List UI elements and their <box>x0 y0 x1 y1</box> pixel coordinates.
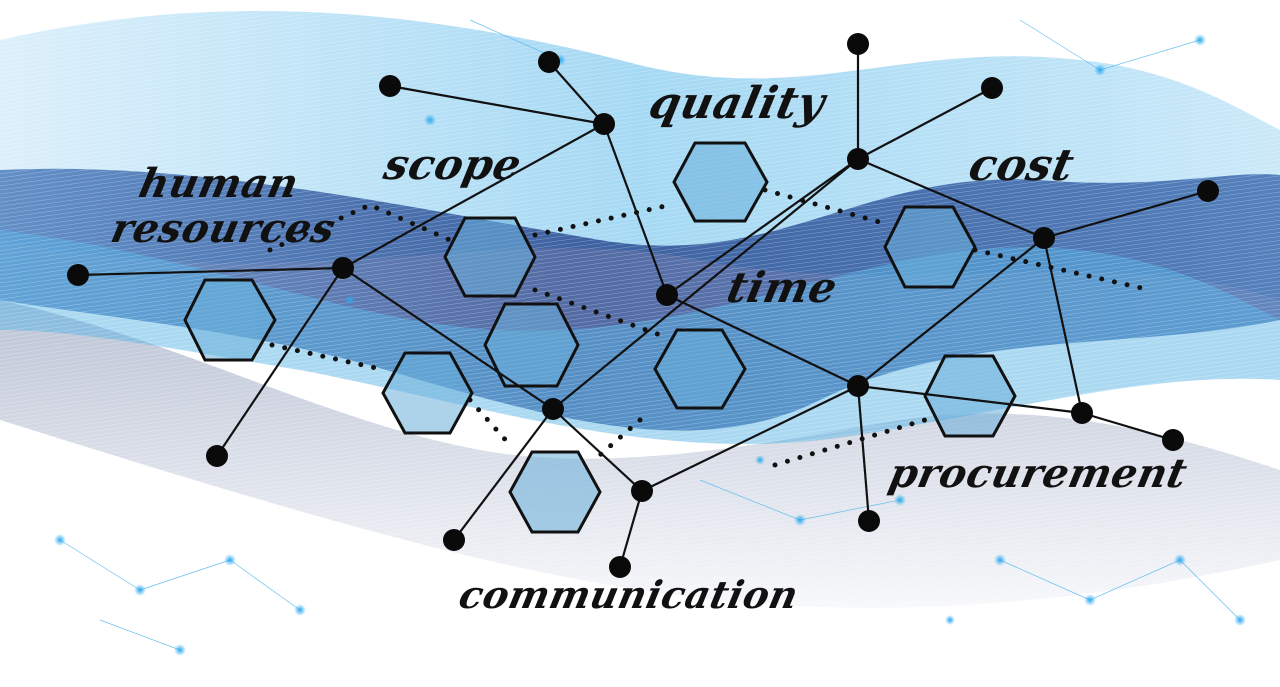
node <box>656 284 678 306</box>
node <box>858 510 880 532</box>
node <box>1033 227 1055 249</box>
label-communication: communication <box>455 572 803 617</box>
hexagon <box>183 278 277 362</box>
node <box>847 33 869 55</box>
node <box>593 113 615 135</box>
background-network <box>59 19 1241 651</box>
node <box>847 148 869 170</box>
node <box>609 556 631 578</box>
node <box>1197 180 1219 202</box>
node <box>847 375 869 397</box>
node <box>206 445 228 467</box>
hexagon <box>483 302 580 388</box>
node <box>981 77 1003 99</box>
dotted-connectors <box>267 187 1153 468</box>
node <box>332 257 354 279</box>
hexagon <box>883 205 977 289</box>
label-resources: resources <box>107 205 340 252</box>
node <box>1071 402 1093 424</box>
node <box>443 529 465 551</box>
label-scope: scope <box>379 140 527 189</box>
node <box>1162 429 1184 451</box>
hexagon <box>381 351 474 435</box>
hexagon <box>443 216 537 298</box>
hexagon <box>672 141 769 223</box>
node <box>379 75 401 97</box>
node <box>67 264 89 286</box>
network-lines <box>77 44 1209 568</box>
label-procurement: procurement <box>885 450 1192 497</box>
label-time: time <box>722 263 842 312</box>
hexagons <box>183 141 1017 534</box>
node <box>631 480 653 502</box>
label-cost: cost <box>964 140 1079 191</box>
node <box>538 51 560 73</box>
hexagon <box>653 328 747 410</box>
hexagon <box>923 354 1017 438</box>
node <box>542 398 564 420</box>
network-nodes <box>67 33 1219 578</box>
label-human: human <box>135 160 303 207</box>
hexagon <box>508 450 602 534</box>
label-quality: quality <box>644 78 830 129</box>
